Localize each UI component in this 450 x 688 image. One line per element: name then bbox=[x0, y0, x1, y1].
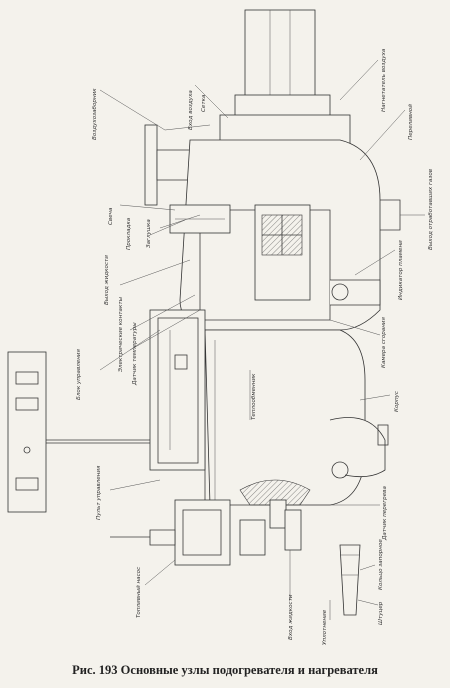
label-flame-indicator: Индикатор пламени bbox=[398, 240, 404, 300]
label-electrical-contacts: Электрические контакты bbox=[118, 296, 124, 373]
heat-exchanger bbox=[204, 329, 389, 506]
label-overheat-sensor: Датчик перегрева bbox=[382, 486, 388, 541]
label-fuel-pump: Топливный насос bbox=[136, 567, 142, 618]
label-coolant-outlet: Выход жидкости bbox=[104, 255, 110, 305]
fuel-pump bbox=[110, 499, 266, 566]
label-control-unit: Блок управления bbox=[76, 348, 82, 400]
leader-lines bbox=[99, 59, 425, 620]
overheat-sensor bbox=[239, 479, 311, 529]
label-fitting: Штуцер bbox=[378, 601, 384, 625]
label-air-inlet: Вход воздуха bbox=[188, 90, 194, 130]
label-mesh: Сетка bbox=[201, 94, 207, 112]
control-unit bbox=[149, 309, 206, 471]
label-combustion-chamber: Камера сгорания bbox=[381, 316, 387, 368]
label-seal: Уплотнение bbox=[322, 609, 328, 645]
label-exhaust-outlet: Выход отработавших газов bbox=[428, 169, 434, 250]
figure-caption: Рис. 193 Основные узлы подогревателя и н… bbox=[72, 663, 378, 677]
label-retaining-ring: Кольцо запорное bbox=[378, 539, 384, 590]
label-overflow: Переливной bbox=[408, 104, 414, 140]
heater-assembly-drawing: Воздухозаборник Вход воздуха Сетка Нагне… bbox=[7, 9, 434, 645]
label-gasket: Прокладка bbox=[126, 217, 132, 250]
label-plug: Заглушка bbox=[146, 219, 152, 248]
label-air-intake: Воздухозаборник bbox=[92, 88, 98, 140]
label-heat-exchanger: Теплообменник bbox=[251, 373, 257, 420]
label-coolant-inlet: Вход жидкости bbox=[288, 594, 294, 640]
coolant-inlet-fitting bbox=[284, 509, 361, 616]
label-blower: Нагнетатель воздуха bbox=[381, 48, 387, 112]
label-housing: Корпус bbox=[394, 391, 400, 412]
label-temperature-sensor: Датчик температуры bbox=[132, 322, 138, 386]
label-control-panel: Пульт управления bbox=[96, 465, 102, 520]
control-panel bbox=[7, 351, 160, 513]
blower-motor bbox=[219, 9, 351, 156]
heater-housing bbox=[169, 139, 401, 331]
label-glow-plug: Свеча bbox=[108, 207, 114, 225]
